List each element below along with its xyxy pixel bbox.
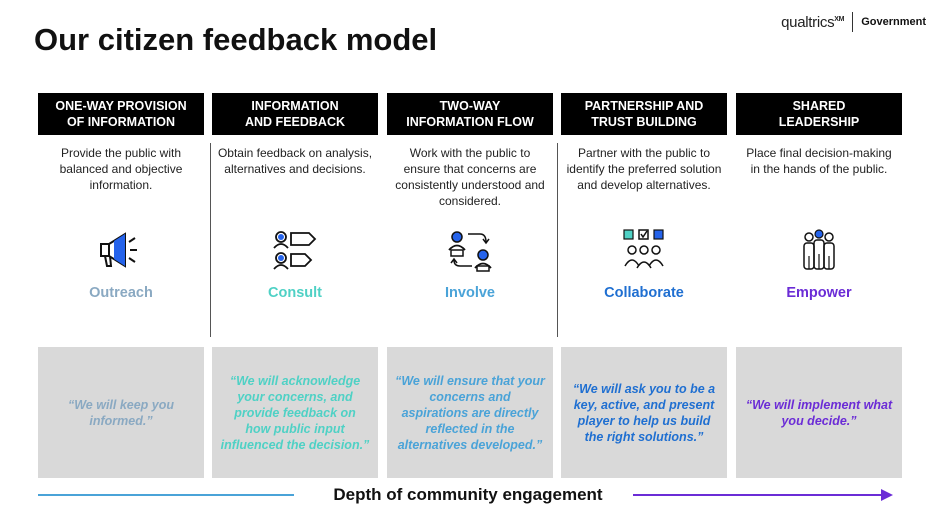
column-header: TWO-WAY INFORMATION FLOW [387, 93, 553, 135]
exchange-people-icon [387, 228, 553, 272]
quote-consult: “We will acknowledge your concerns, and … [212, 347, 378, 478]
brand-division: Government [861, 16, 926, 28]
column-description: Partner with the public to identify the … [566, 146, 722, 192]
level-label: Consult [268, 285, 322, 301]
group-icon [736, 228, 902, 272]
page-title: Our citizen feedback model [34, 22, 438, 57]
column-empower: SHARED LEADERSHIP Place final decision-m… [736, 93, 902, 337]
feedback-people-icon [212, 228, 378, 272]
column-consult: INFORMATION AND FEEDBACK Obtain feedback… [212, 93, 378, 337]
footer-label: Depth of community engagement [333, 485, 603, 504]
arrow-line-right [633, 494, 883, 496]
column-involve: TWO-WAY INFORMATION FLOW Work with the p… [387, 93, 553, 337]
column-outreach: ONE-WAY PROVISION OF INFORMATION Provide… [38, 93, 204, 337]
team-icon [561, 228, 727, 272]
column-description: Work with the public to ensure that conc… [395, 146, 545, 208]
level-label: Involve [445, 285, 495, 301]
column-description: Obtain feedback on analysis, alternative… [217, 146, 373, 176]
arrow-head-icon [881, 489, 893, 501]
column-description: Provide the public with balanced and obj… [59, 146, 183, 192]
level-label: Collaborate [604, 285, 684, 301]
column-header: ONE-WAY PROVISION OF INFORMATION [38, 93, 204, 135]
level-label: Outreach [89, 285, 153, 301]
quote-involve: “We will ensure that your concerns and a… [387, 347, 553, 478]
megaphone-icon [38, 228, 204, 272]
quote-collaborate: “We will ask you to be a key, active, an… [561, 347, 727, 478]
column-header: SHARED LEADERSHIP [736, 93, 902, 135]
column-collaborate: PARTNERSHIP AND TRUST BUILDING Partner w… [561, 93, 727, 337]
column-description: Place final decision-making in the hands… [746, 146, 892, 176]
level-label: Empower [786, 285, 852, 301]
column-header: INFORMATION AND FEEDBACK [212, 93, 378, 135]
column-header: PARTNERSHIP AND TRUST BUILDING [561, 93, 727, 135]
column-divider [210, 143, 211, 337]
quote-empower: “We will implement what you decide.” [736, 347, 902, 478]
arrow-line-left [38, 494, 294, 496]
quote-outreach: “We will keep you informed.” [38, 347, 204, 478]
brand-separator [852, 12, 854, 32]
brand-logo: qualtricsXM [781, 13, 845, 31]
column-divider [557, 143, 558, 337]
brand: qualtricsXM Government [781, 12, 926, 32]
